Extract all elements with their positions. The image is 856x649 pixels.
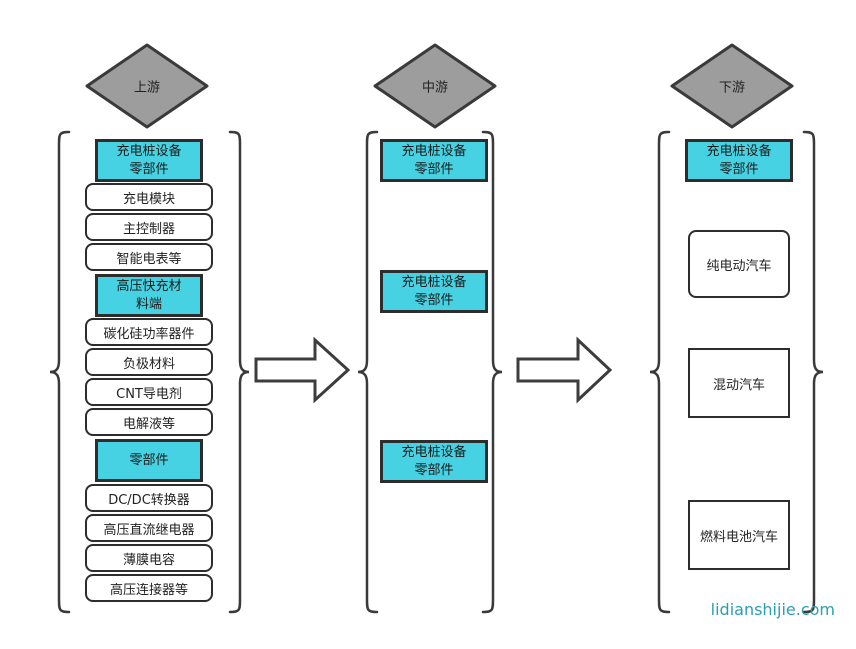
midstream-right-brace xyxy=(481,130,503,614)
upstream-diamond xyxy=(85,43,209,129)
upstream-item: 充电模块 xyxy=(85,183,213,211)
downstream-stage-label: 下游 xyxy=(718,80,746,96)
upstream-item: 高压连接器等 xyxy=(85,574,213,602)
downstream-item: 燃料电池汽车 xyxy=(688,500,790,570)
midstream-stage-label: 中游 xyxy=(421,80,449,96)
watermark: lidianshijie.com xyxy=(710,600,835,619)
upstream-item: CNT导电剂 xyxy=(85,378,213,406)
upstream-group3-header: 零部件 xyxy=(95,439,203,482)
upstream-item: 主控制器 xyxy=(85,213,213,241)
upstream-item: 碳化硅功率器件 xyxy=(85,318,213,346)
downstream-right-brace xyxy=(802,130,824,614)
downstream-item: 混动汽车 xyxy=(688,348,790,418)
midstream-box: 充电桩设备零部件 xyxy=(380,440,488,483)
upstream-right-brace xyxy=(228,130,250,614)
midstream-box: 充电桩设备零部件 xyxy=(380,270,488,313)
upstream-item: DC/DC转换器 xyxy=(85,484,213,512)
upstream-left-brace xyxy=(49,130,71,614)
flow-arrow-midstream-to-downstream xyxy=(516,336,613,404)
downstream-header: 充电桩设备零部件 xyxy=(685,139,793,182)
upstream-item: 智能电表等 xyxy=(85,243,213,271)
midstream-left-brace xyxy=(357,130,379,614)
midstream-box: 充电桩设备零部件 xyxy=(380,139,488,182)
downstream-item: 纯电动汽车 xyxy=(688,230,790,298)
upstream-group2-header: 高压快充材料端 xyxy=(95,274,203,317)
upstream-stage-label: 上游 xyxy=(133,80,161,96)
upstream-item: 电解液等 xyxy=(85,408,213,436)
upstream-item: 薄膜电容 xyxy=(85,544,213,572)
midstream-diamond xyxy=(373,43,497,129)
upstream-item: 高压直流继电器 xyxy=(85,514,213,542)
downstream-left-brace xyxy=(649,130,671,614)
downstream-diamond xyxy=(670,43,794,129)
upstream-group1-header: 充电桩设备零部件 xyxy=(95,139,203,182)
upstream-item: 负极材料 xyxy=(85,348,213,376)
flow-arrow-upstream-to-midstream xyxy=(254,336,351,404)
